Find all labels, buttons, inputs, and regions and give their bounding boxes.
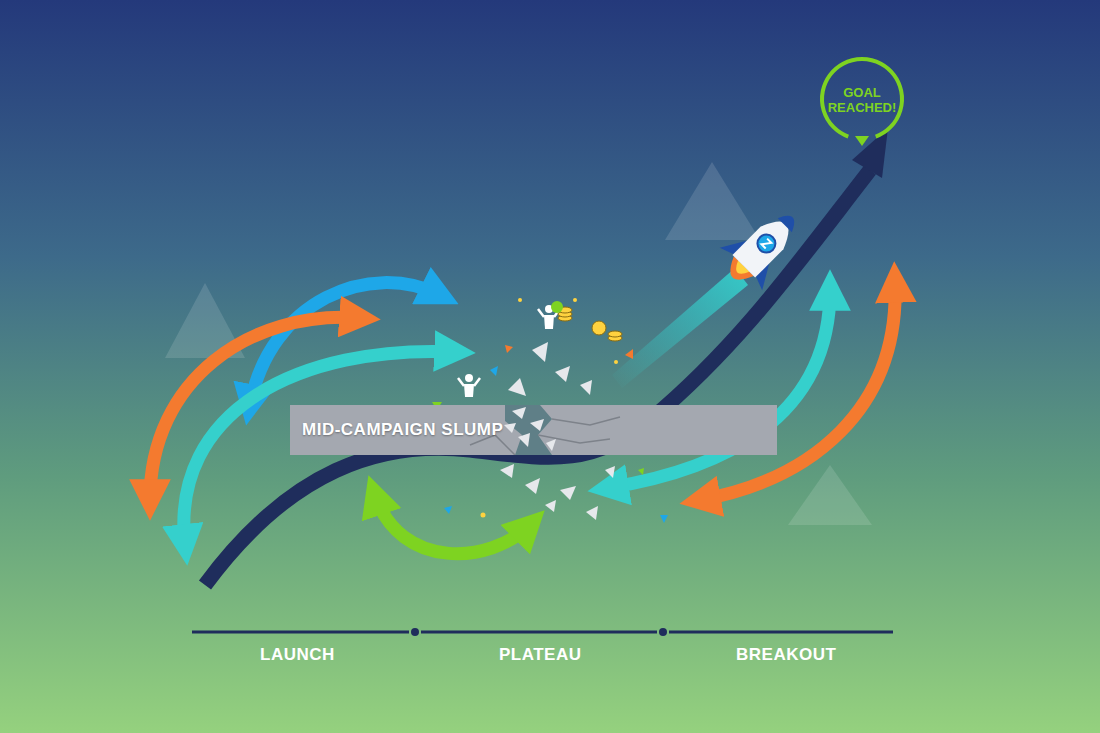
goal-label: GOAL REACHED! <box>827 86 897 116</box>
phase-label: LAUNCH <box>260 645 335 665</box>
slump-band: MID-CAMPAIGN SLUMP <box>290 405 777 455</box>
phase-label: BREAKOUT <box>736 645 836 665</box>
goal-circle: GOAL REACHED! <box>817 56 907 146</box>
phase-label: PLATEAU <box>499 645 582 665</box>
band-label: MID-CAMPAIGN SLUMP <box>302 420 503 440</box>
